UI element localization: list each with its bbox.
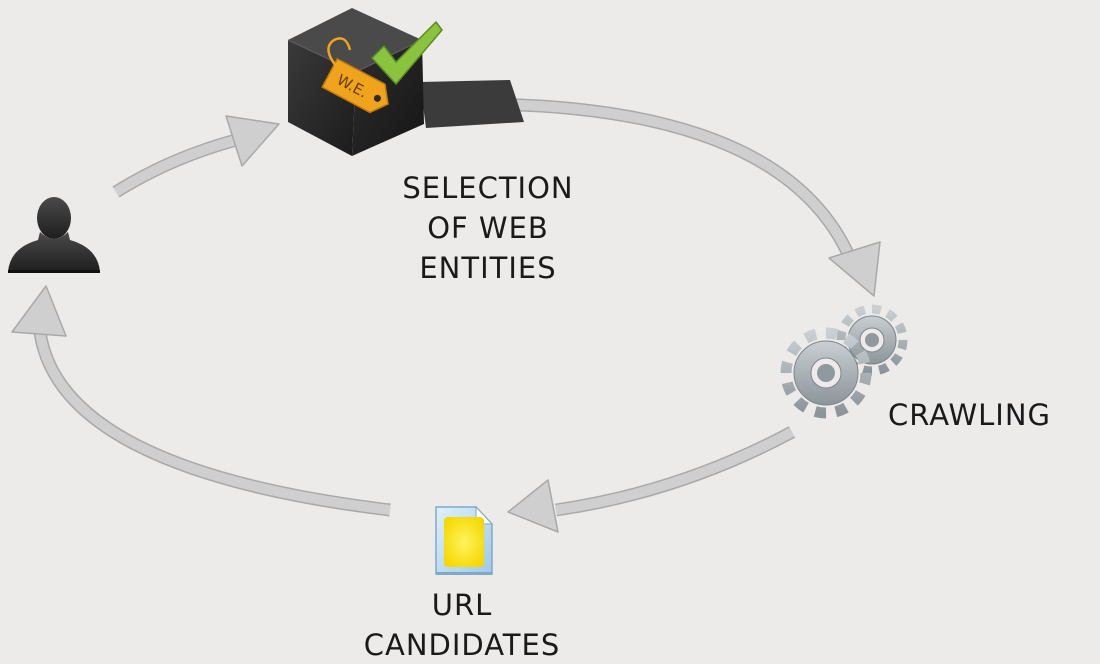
checkmark-icon: [371, 21, 443, 85]
large-gear-icon: [780, 327, 872, 419]
url-candidates-label: URL CANDIDATES: [330, 585, 594, 664]
arrow-crawling-to-url: [507, 426, 796, 533]
user-silhouette-icon: [8, 197, 100, 273]
arrow-selection-to-crawling: [455, 97, 881, 297]
selection-label-line-1: SELECTION: [402, 171, 574, 205]
crawling-label-line-1: CRAWLING: [888, 398, 1052, 432]
selection-of-web-entities-label: SELECTION OF WEB ENTITIES: [368, 168, 608, 288]
arrow-url-to-user: [11, 285, 391, 517]
arrow-user-to-selection: [112, 115, 280, 198]
selection-label-line-2: OF WEB: [427, 211, 549, 245]
selection-label-line-3: ENTITIES: [419, 251, 557, 285]
document-icon: [435, 505, 494, 575]
box-shadow: [420, 80, 524, 128]
url-label-line-2: CANDIDATES: [363, 628, 561, 662]
small-gear-icon: [836, 304, 908, 376]
crawling-label: CRAWLING: [888, 395, 1098, 435]
url-label-line-1: URL: [431, 588, 493, 622]
gears-icon: [780, 304, 908, 419]
web-entity-box-icon: W.E.: [287, 8, 524, 156]
tag-icon: W.E.: [321, 57, 389, 114]
